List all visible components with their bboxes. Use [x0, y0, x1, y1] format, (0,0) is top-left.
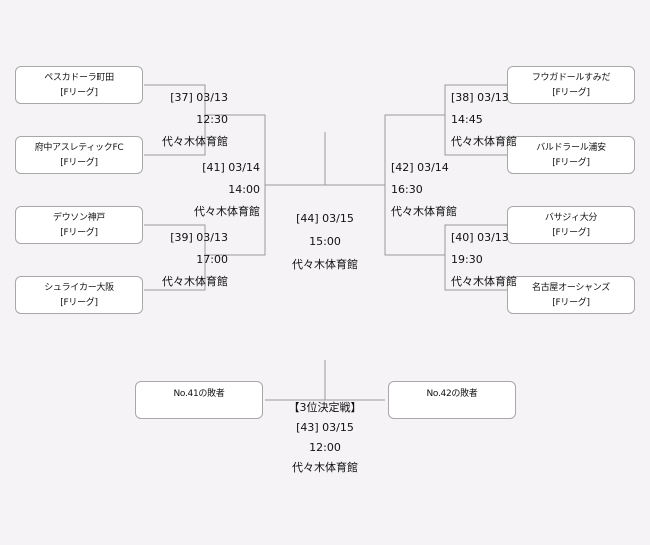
team-name: 府中アスレティックFC [34, 143, 124, 153]
team-name: 名古屋オーシャンズ [532, 283, 610, 293]
match-venue: 代々木体育館 [391, 205, 457, 218]
bracket-line [444, 224, 507, 291]
team-box: No.42の敗者 [388, 381, 516, 419]
team-box: バルドラール浦安 [Fリーグ] [507, 136, 635, 174]
team-name: バルドラール浦安 [536, 143, 606, 153]
match-venue: 代々木体育館 [194, 205, 260, 218]
team-league: [Fリーグ] [60, 88, 98, 98]
team-name: フウガドールすみだ [531, 73, 611, 83]
bracket-line [384, 114, 445, 256]
team-box: 名古屋オーシャンズ [Fリーグ] [507, 276, 635, 314]
team-name: バサジィ大分 [544, 213, 598, 223]
match-number-date: [42] 03/14 [391, 161, 449, 174]
team-box: バサジィ大分 [Fリーグ] [507, 206, 635, 244]
match-number-date: [41] 03/14 [202, 161, 260, 174]
match-number-date: [39] 03/13 [170, 231, 228, 244]
team-name: デウソン神戸 [52, 213, 106, 223]
bracket-line [144, 224, 206, 291]
match-venue: 代々木体育館 [451, 275, 517, 288]
team-league: [Fリーグ] [552, 88, 590, 98]
match-time: 15:00 [309, 235, 341, 248]
bracket-line [444, 84, 507, 156]
match-time: 16:30 [391, 183, 423, 196]
match-number-date: [44] 03/15 [296, 212, 354, 225]
match-number-date: [37] 03/13 [170, 91, 228, 104]
team-box: ペスカドーラ町田 [Fリーグ] [15, 66, 143, 104]
match-time: 12:00 [309, 441, 341, 454]
bracket-line [144, 84, 206, 156]
match-venue: 代々木体育館 [451, 135, 517, 148]
third-place-title: 【3位決定戦】 [288, 401, 362, 414]
team-name: ペスカドーラ町田 [44, 73, 114, 83]
team-league: [Fリーグ] [60, 228, 98, 238]
match-number-date: [40] 03/13 [451, 231, 509, 244]
team-league: [Fリーグ] [552, 158, 590, 168]
match-venue: 代々木体育館 [292, 461, 358, 474]
match-time: 14:00 [228, 183, 260, 196]
match-info: [40] 03/13 19:30 代々木体育館 [451, 227, 561, 293]
match-venue: 代々木体育館 [162, 135, 228, 148]
final-match-info: [44] 03/15 15:00 代々木体育館 [265, 207, 385, 276]
match-info: [42] 03/14 16:30 代々木体育館 [391, 157, 501, 223]
match-time: 17:00 [196, 253, 228, 266]
match-venue: 代々木体育館 [292, 258, 358, 271]
team-league: [Fリーグ] [552, 228, 590, 238]
team-box: フウガドールすみだ [Fリーグ] [507, 66, 635, 104]
team-name: No.41の敗者 [173, 389, 225, 399]
match-venue: 代々木体育館 [162, 275, 228, 288]
team-name: No.42の敗者 [426, 389, 478, 399]
team-box: デウソン神戸 [Fリーグ] [15, 206, 143, 244]
team-box: No.41の敗者 [135, 381, 263, 419]
team-name: シュライカー大阪 [44, 283, 114, 293]
match-time: 14:45 [451, 113, 483, 126]
match-number-date: [38] 03/13 [451, 91, 509, 104]
match-info: [38] 03/13 14:45 代々木体育館 [451, 87, 561, 153]
match-info: [41] 03/14 14:00 代々木体育館 [150, 157, 260, 223]
team-league: [Fリーグ] [60, 158, 98, 168]
match-time: 19:30 [451, 253, 483, 266]
match-info: [37] 03/13 12:30 代々木体育館 [110, 87, 228, 153]
team-box: 府中アスレティックFC [Fリーグ] [15, 136, 143, 174]
third-place-match-info: 【3位決定戦】 [43] 03/15 12:00 代々木体育館 [255, 398, 395, 478]
match-number-date: [43] 03/15 [296, 421, 354, 434]
team-league: [Fリーグ] [60, 298, 98, 308]
match-info: [39] 03/13 17:00 代々木体育館 [110, 227, 228, 293]
team-league: [Fリーグ] [552, 298, 590, 308]
match-time: 12:30 [196, 113, 228, 126]
team-box: シュライカー大阪 [Fリーグ] [15, 276, 143, 314]
